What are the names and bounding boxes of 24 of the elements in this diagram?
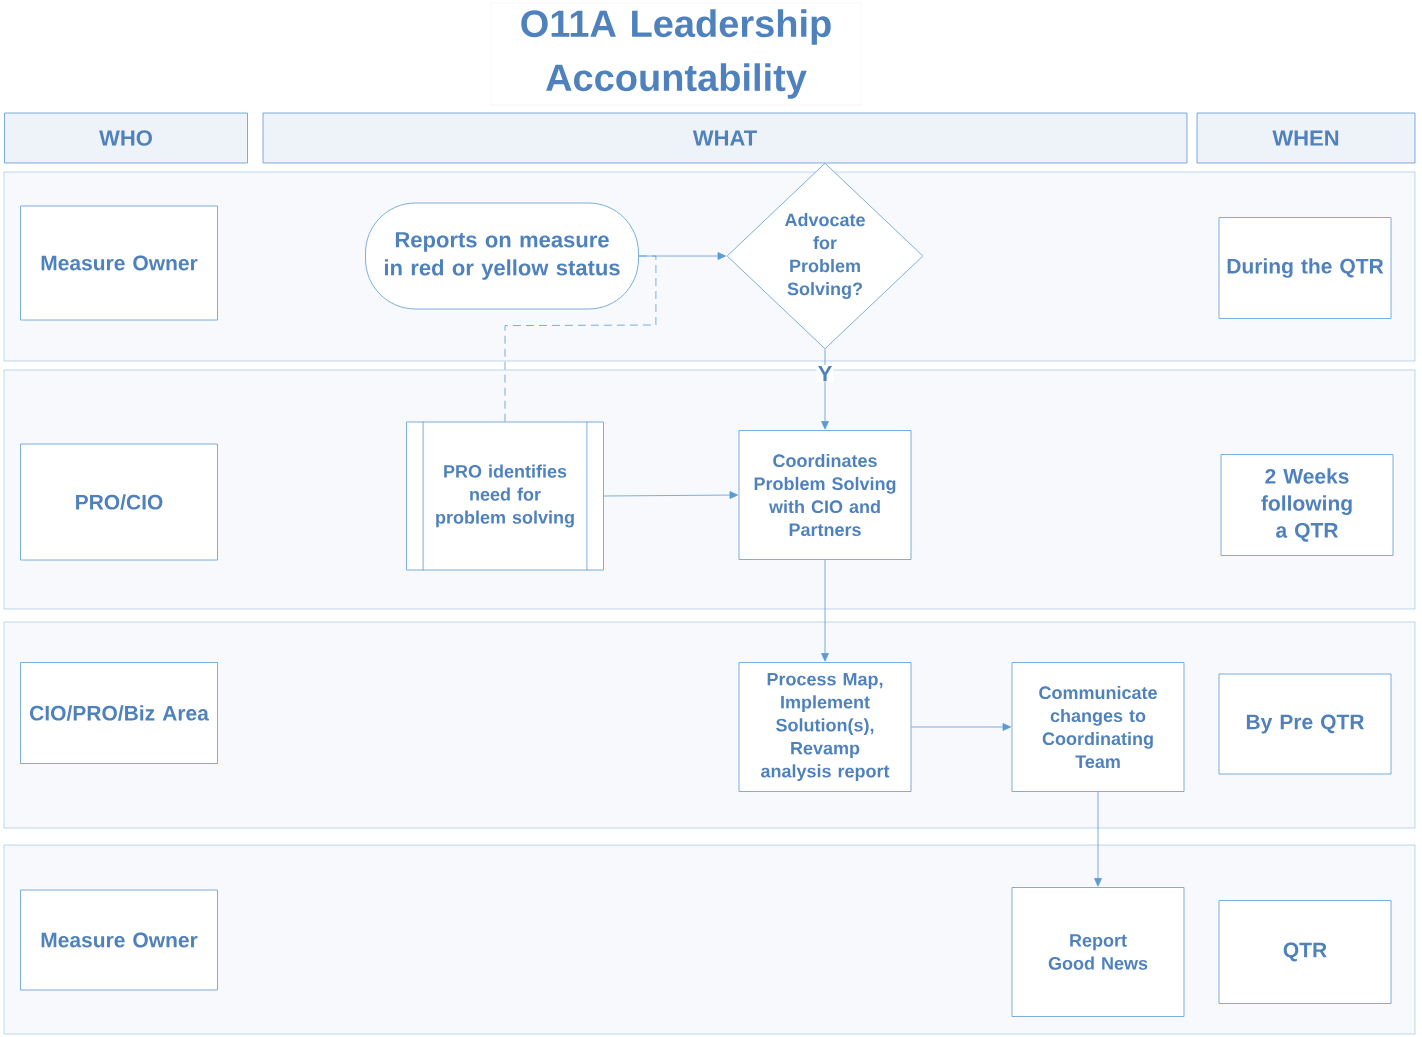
arrow [821, 559, 829, 662]
column-header: WHAT [262, 112, 1188, 164]
process-box: Process Map, Implement Solution(s), Revamp analysis report [738, 662, 912, 792]
process-box: Report Good News [1011, 887, 1185, 1017]
column-header: WHEN [1196, 112, 1416, 164]
process-box: Coordinates Problem Solving with CIO and Partners [738, 430, 912, 560]
edge-label: Y [816, 365, 834, 383]
start-terminal: Reports on measure in red or yellow status [365, 202, 639, 310]
title-box: O11A Leadership Accountability [490, 2, 862, 106]
role-box: PRO/CIO [20, 443, 218, 561]
column-header: WHO [4, 112, 248, 164]
subprocess-box: PRO identifies need for problem solving [406, 421, 604, 571]
arrow [911, 723, 1011, 731]
role-box: Measure Owner [20, 889, 218, 991]
process-box: By Pre QTR [1218, 673, 1392, 775]
process-box: During the QTR [1218, 217, 1392, 319]
process-box: 2 Weeks following a QTR [1220, 454, 1394, 556]
process-box: Communicate changes to Coordinating Team [1011, 662, 1185, 792]
arrow [1094, 791, 1102, 887]
arrow [821, 348, 829, 430]
arrow [603, 491, 738, 499]
role-box: Measure Owner [20, 205, 218, 321]
role-box: CIO/PRO/Biz Area [20, 662, 218, 764]
process-box: QTR [1218, 900, 1392, 1004]
